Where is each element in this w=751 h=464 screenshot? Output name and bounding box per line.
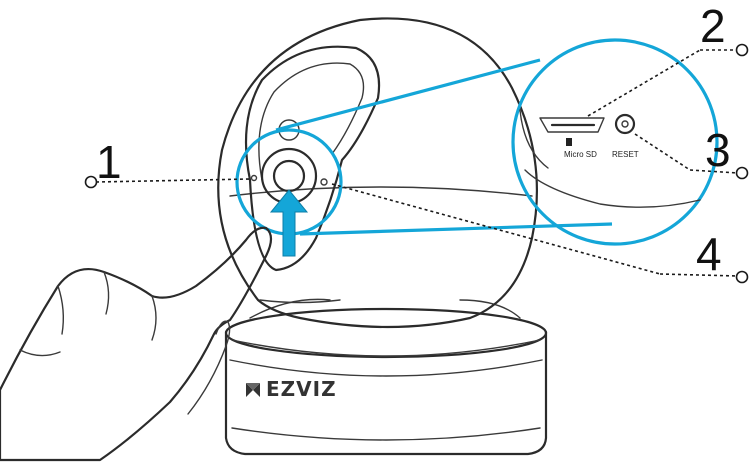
leader-lines — [95, 49, 739, 277]
callout-marker-4 — [735, 270, 749, 284]
reset-label: RESET — [612, 150, 639, 159]
callout-number-1: 1 — [96, 136, 122, 188]
camera-head — [217, 17, 539, 329]
callout-number-4: 4 — [696, 228, 722, 280]
callout-marker-1 — [84, 175, 98, 189]
micro-sd-slot — [539, 117, 605, 133]
ezviz-logo: EZVIZ — [246, 377, 337, 401]
callout-number-3: 3 — [705, 124, 731, 176]
highlight-zoom-circle — [511, 38, 719, 246]
pressing-hand — [0, 226, 273, 462]
ezviz-logo-icon — [246, 383, 260, 397]
camera-base — [224, 298, 548, 456]
zoom-detail: Micro SD RESET — [519, 109, 701, 208]
brand-name: EZVIZ — [266, 377, 337, 401]
zoom-highlight — [235, 38, 719, 246]
arrow-up-icon — [269, 189, 309, 257]
callout-number-2: 2 — [700, 0, 726, 52]
highlight-connector-bottom — [299, 222, 613, 236]
sd-card-icon — [566, 138, 572, 146]
callout-markers — [84, 43, 749, 284]
micro-sd-label: Micro SD — [564, 150, 597, 159]
callout-marker-3 — [735, 166, 749, 180]
highlight-connector-top — [275, 58, 541, 132]
reset-button — [614, 113, 636, 135]
callout-marker-2 — [735, 43, 749, 57]
